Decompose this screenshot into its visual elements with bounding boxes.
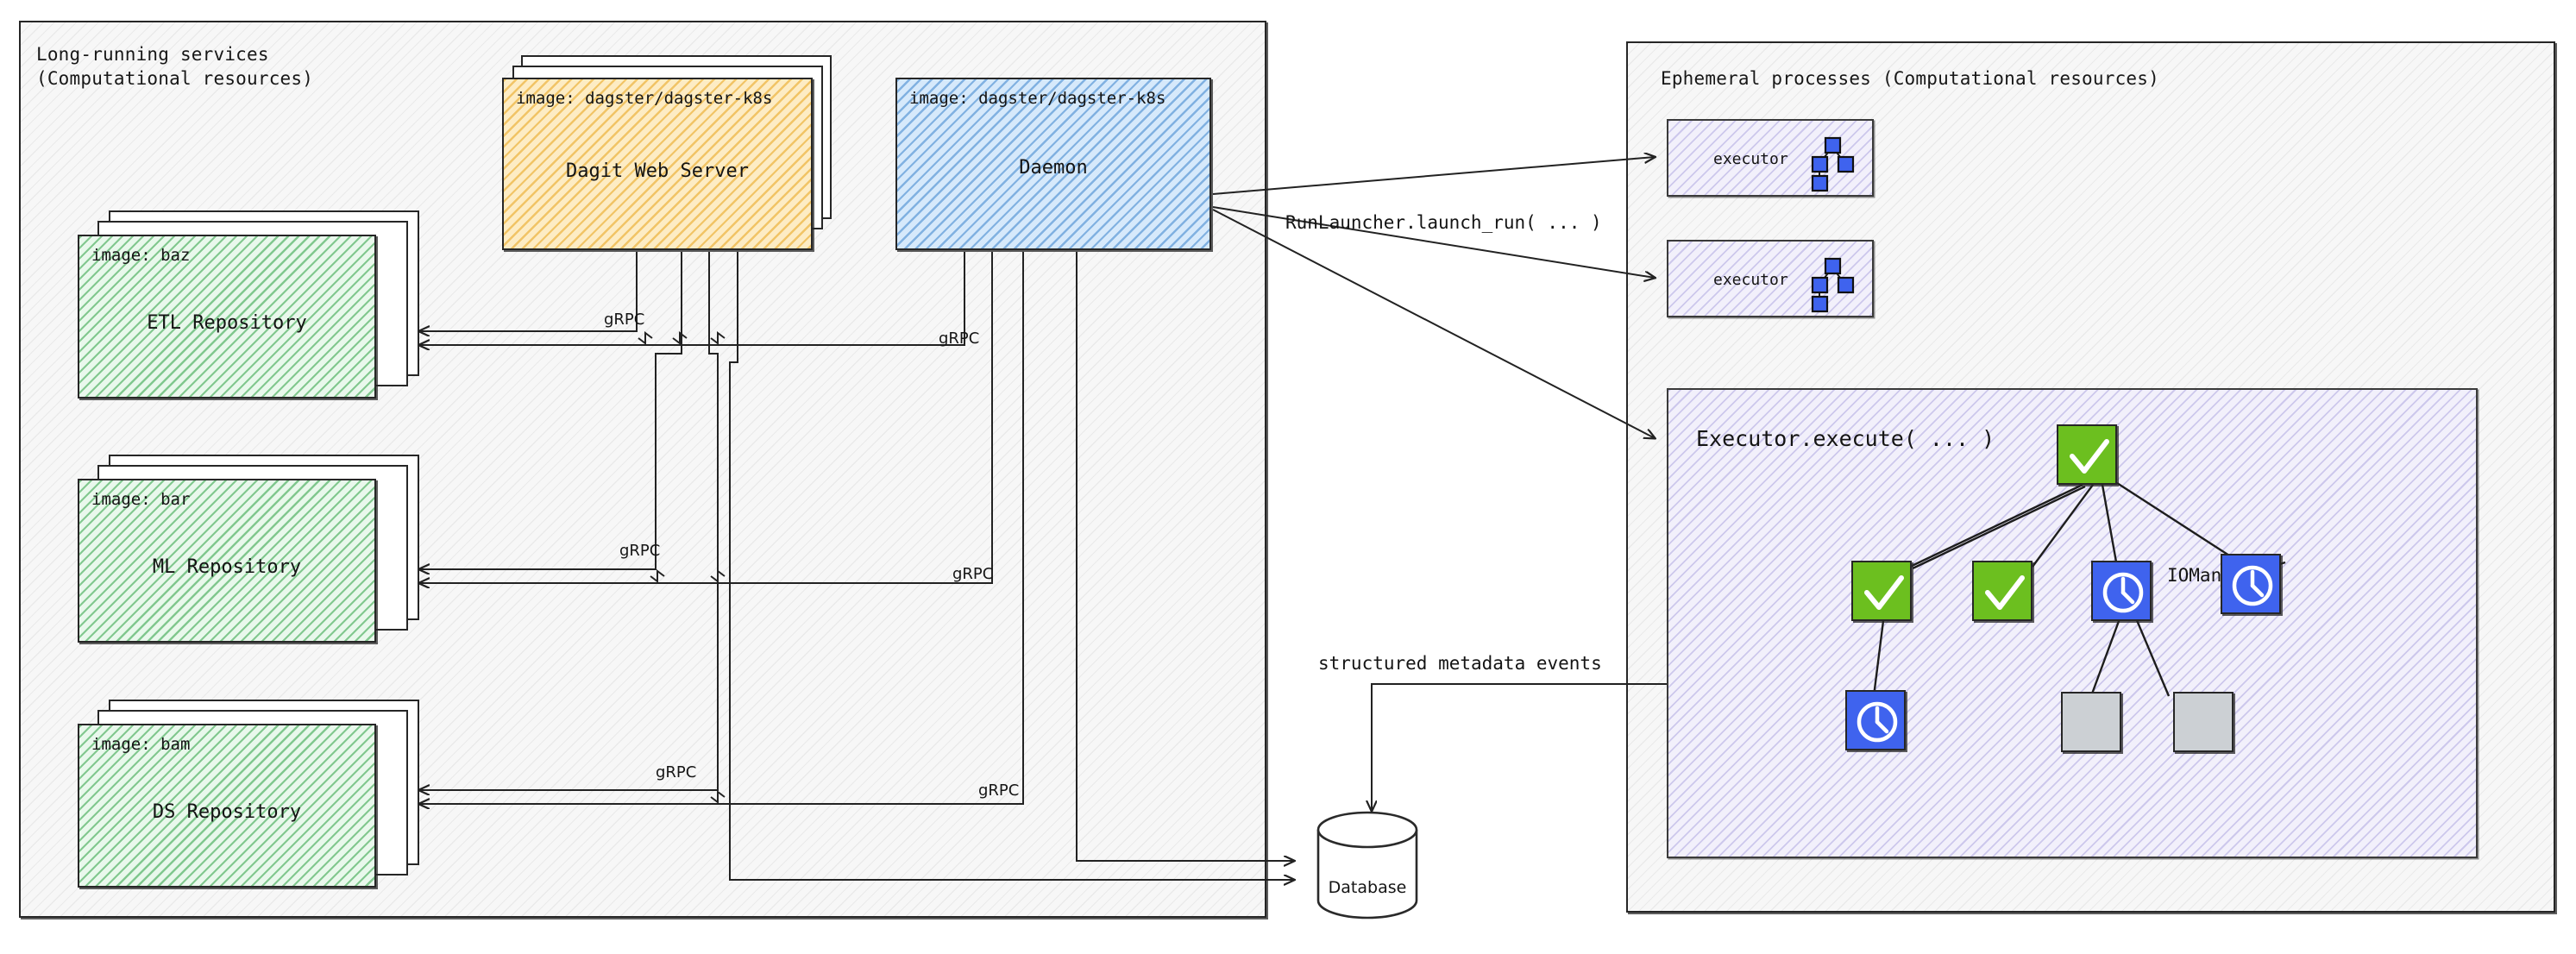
ds-repository-image-label: image: bam — [91, 735, 191, 754]
ds-repository-name-label: DS Repository — [152, 801, 302, 823]
daemon-image-label: image: dagster/dagster-k8s — [909, 89, 1166, 108]
clock-icon — [1857, 701, 1898, 743]
executor-label-1: executor — [1713, 150, 1788, 168]
executor-execute-title: Executor.execute( ... ) — [1696, 426, 1995, 451]
dagit-web-server-box[interactable]: image: dagster/dagster-k8s Dagit Web Ser… — [502, 78, 813, 250]
check-icon — [1985, 575, 2025, 610]
right-panel-title: Ephemeral processes (Computational resou… — [1661, 68, 2159, 89]
dagit-image-label: image: dagster/dagster-k8s — [516, 89, 773, 108]
execute-node-n4-running[interactable] — [2221, 554, 2281, 614]
check-icon — [1864, 575, 1904, 610]
executor-box-1[interactable]: executor — [1667, 119, 1874, 197]
database-cylinder[interactable] — [1303, 811, 1432, 940]
ml-repository-name-label: ML Repository — [152, 556, 302, 578]
clock-icon — [2102, 572, 2144, 613]
database-label: Database — [1328, 878, 1407, 897]
executor-label-2: executor — [1713, 271, 1788, 289]
grpc-label-3: gRPC — [619, 542, 661, 560]
daemon-name-label: Daemon — [1019, 157, 1088, 179]
grpc-label-1: gRPC — [604, 311, 645, 329]
etl-repository-box[interactable]: image: baz ETL Repository — [78, 235, 376, 399]
execute-node-n0-success[interactable] — [2057, 424, 2117, 485]
left-panel-title-line1: Long-running services — [36, 44, 269, 65]
execute-node-n2-success[interactable] — [1972, 561, 2033, 621]
ml-repository-image-label: image: bar — [91, 490, 191, 509]
dagit-name-label: Dagit Web Server — [566, 160, 749, 182]
executor-box-2[interactable]: executor — [1667, 240, 1874, 317]
execute-node-n7-pending[interactable] — [2173, 692, 2234, 752]
dag-icon-1 — [1811, 136, 1855, 192]
check-icon — [2070, 439, 2109, 474]
left-panel-title-line2: (Computational resources) — [36, 67, 314, 89]
clock-icon — [2232, 565, 2273, 606]
execute-node-n3-running[interactable] — [2091, 561, 2152, 621]
execute-node-n5-running[interactable] — [1845, 690, 1906, 750]
grpc-label-5: gRPC — [656, 763, 697, 781]
execute-node-n1-success[interactable] — [1851, 561, 1912, 621]
left-panel-title: Long-running services(Computational reso… — [36, 43, 313, 91]
ml-repository-box[interactable]: image: bar ML Repository — [78, 479, 376, 643]
grpc-label-6: gRPC — [978, 781, 1020, 800]
structured-metadata-events-label: structured metadata events — [1318, 653, 1602, 674]
etl-repository-image-label: image: baz — [91, 246, 191, 265]
execute-node-n6-pending[interactable] — [2061, 692, 2121, 752]
etl-repository-name-label: ETL Repository — [147, 312, 307, 334]
grpc-label-2: gRPC — [939, 330, 980, 348]
ds-repository-box[interactable]: image: bam DS Repository — [78, 724, 376, 888]
dag-icon-2 — [1811, 257, 1855, 313]
daemon-box[interactable]: image: dagster/dagster-k8s Daemon — [895, 78, 1211, 250]
grpc-label-4: gRPC — [952, 565, 994, 583]
executor-execute-panel: Executor.execute( ... ) IOManager — [1667, 388, 2478, 858]
run-launcher-label: RunLauncher.launch_run( ... ) — [1285, 212, 1602, 233]
